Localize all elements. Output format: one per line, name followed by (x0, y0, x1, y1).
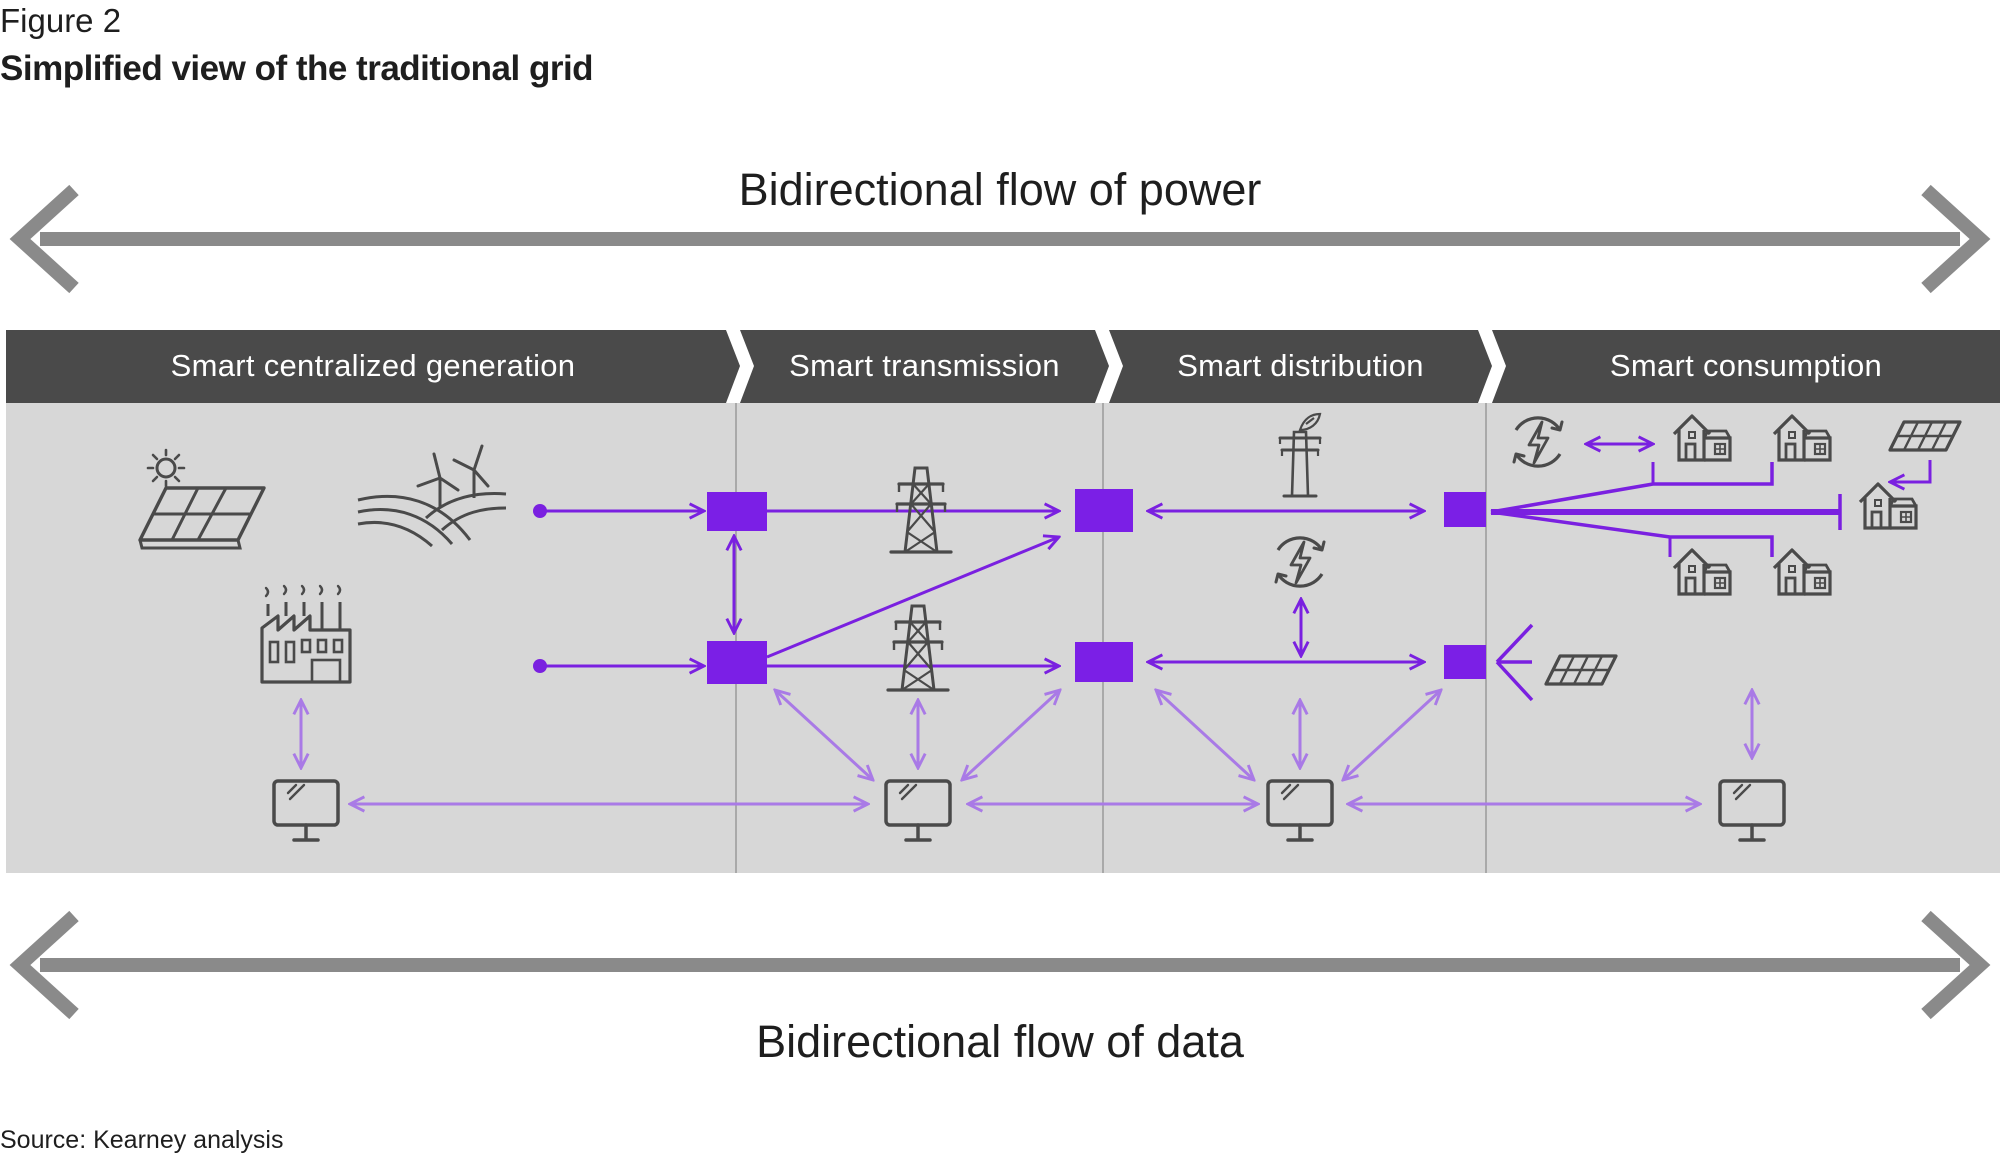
figure-title: Simplified view of the traditional grid (0, 49, 594, 88)
power-node (1075, 642, 1133, 682)
wind-farm-icon (357, 444, 507, 548)
solar-panel-icon (138, 448, 266, 550)
power-node (707, 641, 767, 684)
power-lines (540, 444, 1932, 702)
power-nodes (707, 489, 1486, 684)
data-lines (301, 690, 1752, 804)
power-node (1444, 645, 1486, 679)
stage-header-consumption (1492, 330, 2000, 403)
stage-header-distribution (1109, 330, 1492, 403)
stage-label-consumption: Smart consumption (1609, 348, 1883, 383)
stage-label-transmission: Smart transmission (789, 348, 1060, 383)
stage-headers (6, 330, 2000, 403)
power-flow-label: Bidirectional flow of power (738, 164, 1262, 215)
stage-label-distribution: Smart distribution (1177, 348, 1424, 383)
figure-label: Figure 2 (0, 2, 122, 39)
stage-header-transmission (740, 330, 1109, 403)
source-note: Source: Kearney analysis (0, 1126, 284, 1154)
distribution-pole-icon (1278, 412, 1322, 498)
stage-divider (735, 403, 1487, 873)
stage-label-generation: Smart centralized generation (170, 348, 576, 383)
power-node (1444, 492, 1486, 527)
factory-icon (260, 584, 352, 684)
power-node (1075, 489, 1133, 532)
power-node (707, 492, 767, 531)
data-flow-label: Bidirectional flow of data (756, 1016, 1244, 1067)
power-flow-arrow (9, 184, 1991, 294)
stage-header-generation (6, 330, 740, 403)
data-flow-arrow (9, 910, 1991, 1020)
